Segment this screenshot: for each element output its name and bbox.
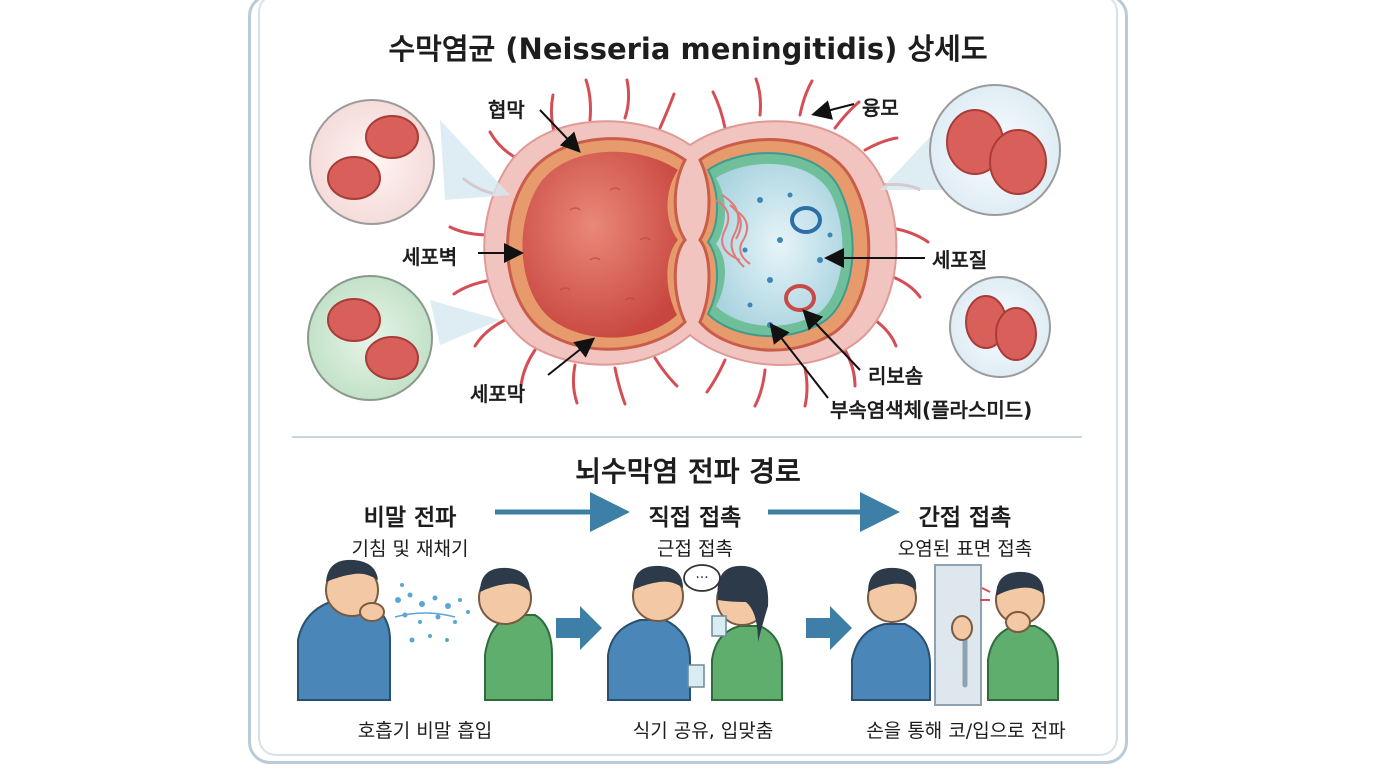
left-coccus-body — [522, 151, 678, 338]
scene-droplet-caption: 호흡기 비말 흡입 — [357, 720, 493, 742]
label-plasmid: 부속염색체(플라스미드) — [830, 398, 1033, 422]
svg-text:···: ··· — [695, 570, 708, 586]
transmission-title: 뇌수막염 전파 경로 — [575, 455, 801, 488]
step-droplet-subtitle: 기침 및 재채기 — [351, 538, 469, 560]
label-pointers — [478, 100, 925, 399]
label-cell-membrane: 세포막 — [470, 382, 526, 406]
step-direct-subtitle: 근접 접촉 — [657, 538, 733, 560]
step-indirect-subtitle: 오염된 표면 접촉 — [897, 538, 1033, 560]
label-ribosome: 리보솜 — [868, 364, 924, 388]
scene-indirect-contact — [851, 564, 1059, 706]
cytoplasm-region — [716, 163, 843, 326]
magnified-bubble-green — [307, 275, 500, 401]
plasmid-ring-upper — [790, 206, 822, 234]
magnified-bubble-upper-right — [880, 84, 1061, 216]
scene-indirect-caption: 손을 통해 코/입으로 전파 — [866, 720, 1066, 742]
diagram-title: 수막염균 (Neisseria meningitidis) 상세도 — [388, 32, 988, 66]
scene-direct-caption: 식기 공유, 입맞춤 — [632, 720, 774, 742]
label-pili: 융모 — [862, 96, 899, 120]
step-droplet-title: 비말 전파 — [363, 505, 457, 531]
scene-direct-contact: ··· — [607, 564, 783, 701]
label-cell-wall: 세포벽 — [402, 245, 458, 269]
label-cytoplasm: 세포질 — [932, 248, 988, 272]
scene-droplet — [297, 559, 553, 701]
frame-inner — [258, 0, 1118, 756]
label-capsule: 협막 — [488, 98, 525, 122]
dna-fibers — [714, 194, 751, 268]
diplococcus-illustration — [448, 77, 930, 408]
step-indirect-title: 간접 접촉 — [918, 505, 1012, 531]
step-direct-title: 직접 접촉 — [648, 505, 742, 531]
magnified-bubble-lower-right — [949, 276, 1051, 378]
scene-flow-arrows — [556, 606, 852, 650]
left-cell-texture — [559, 187, 651, 301]
magnified-bubble-pink — [309, 99, 510, 225]
plasmid-ring-lower — [784, 284, 816, 312]
